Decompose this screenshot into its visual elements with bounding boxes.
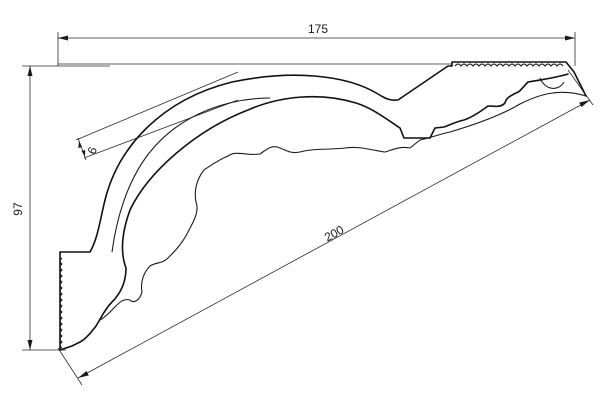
width-label: 175 bbox=[308, 22, 328, 36]
thickness-arrow-bottom bbox=[81, 150, 86, 157]
diagonal-dimension: 200 bbox=[57, 69, 594, 386]
diagonal-label: 200 bbox=[322, 222, 347, 244]
thickness-label: 6 bbox=[85, 144, 101, 156]
width-arrow-left bbox=[58, 35, 68, 41]
thickness-extension-inner bbox=[83, 99, 239, 159]
width-dimension: 175 bbox=[57, 22, 576, 66]
height-label: 97 bbox=[11, 202, 25, 216]
profile-outer-edge bbox=[59, 61, 587, 351]
height-dimension: 97 bbox=[11, 65, 110, 351]
diagonal-arrow-top bbox=[579, 100, 590, 107]
top-right-bead bbox=[539, 77, 565, 89]
left-flange-serration bbox=[59, 257, 63, 349]
top-flange-serration bbox=[454, 63, 564, 67]
thickness-dimension: 6 bbox=[75, 71, 239, 161]
diagonal-dimension-line bbox=[77, 99, 591, 379]
thickness-extension-outer bbox=[75, 71, 239, 141]
profile-inner-arc bbox=[111, 97, 271, 253]
diagonal-extension-bottom bbox=[57, 347, 83, 386]
profile-back-contour bbox=[99, 146, 411, 321]
diagonal-arrow-bottom bbox=[78, 371, 89, 378]
height-arrow-bottom bbox=[27, 340, 33, 350]
profile-lower-edge bbox=[59, 73, 569, 351]
cornice-profile bbox=[59, 61, 587, 351]
thickness-arrow-top bbox=[78, 141, 82, 148]
width-arrow-right bbox=[565, 35, 575, 41]
diagonal-extension-top bbox=[567, 69, 594, 106]
profile-back-contour-right bbox=[409, 91, 587, 149]
height-arrow-top bbox=[27, 66, 33, 76]
